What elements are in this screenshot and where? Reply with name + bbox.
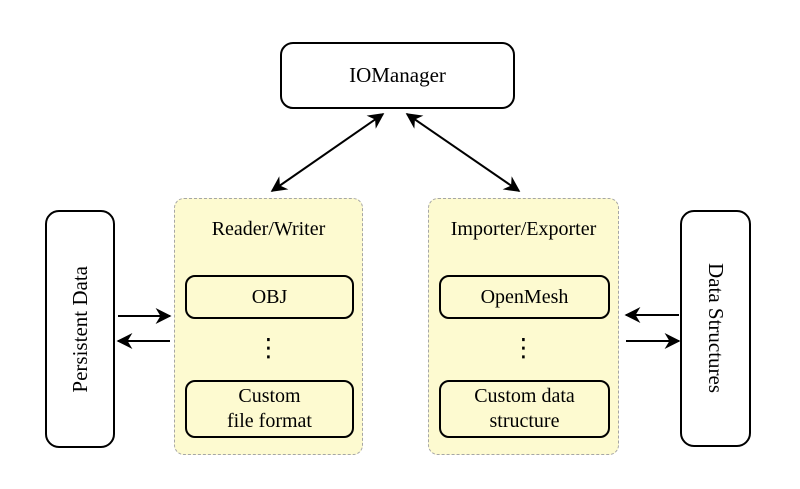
group-importer-exporter: Importer/Exporter OpenMesh ⋮ Custom data… <box>428 198 619 455</box>
group-reader-writer: Reader/Writer OBJ ⋮ Custom file format <box>174 198 363 455</box>
node-custom-file-format: Custom file format <box>185 380 354 438</box>
node-openmesh: OpenMesh <box>439 275 610 319</box>
vertical-ellipsis-right: ⋮ <box>511 333 536 362</box>
arrow-iomanager-importer-exporter <box>405 113 521 192</box>
node-iomanager-label: IOManager <box>349 63 446 87</box>
node-persistent-data-label: Persistent Data <box>67 265 92 393</box>
node-data-structures-label: Data Structures <box>704 263 728 394</box>
group-importer-exporter-title: Importer/Exporter <box>450 218 597 240</box>
group-reader-writer-title: Reader/Writer <box>211 218 326 240</box>
node-persistent-data: Persistent Data <box>45 210 115 448</box>
node-obj: OBJ <box>185 275 354 319</box>
arrow-iomanager-reader-writer <box>270 113 385 192</box>
node-data-structures: Data Structures <box>680 210 751 447</box>
node-custom-data-structure: Custom data structure <box>439 380 610 438</box>
node-iomanager: IOManager <box>280 42 515 109</box>
vertical-ellipsis-left: ⋮ <box>256 333 281 362</box>
